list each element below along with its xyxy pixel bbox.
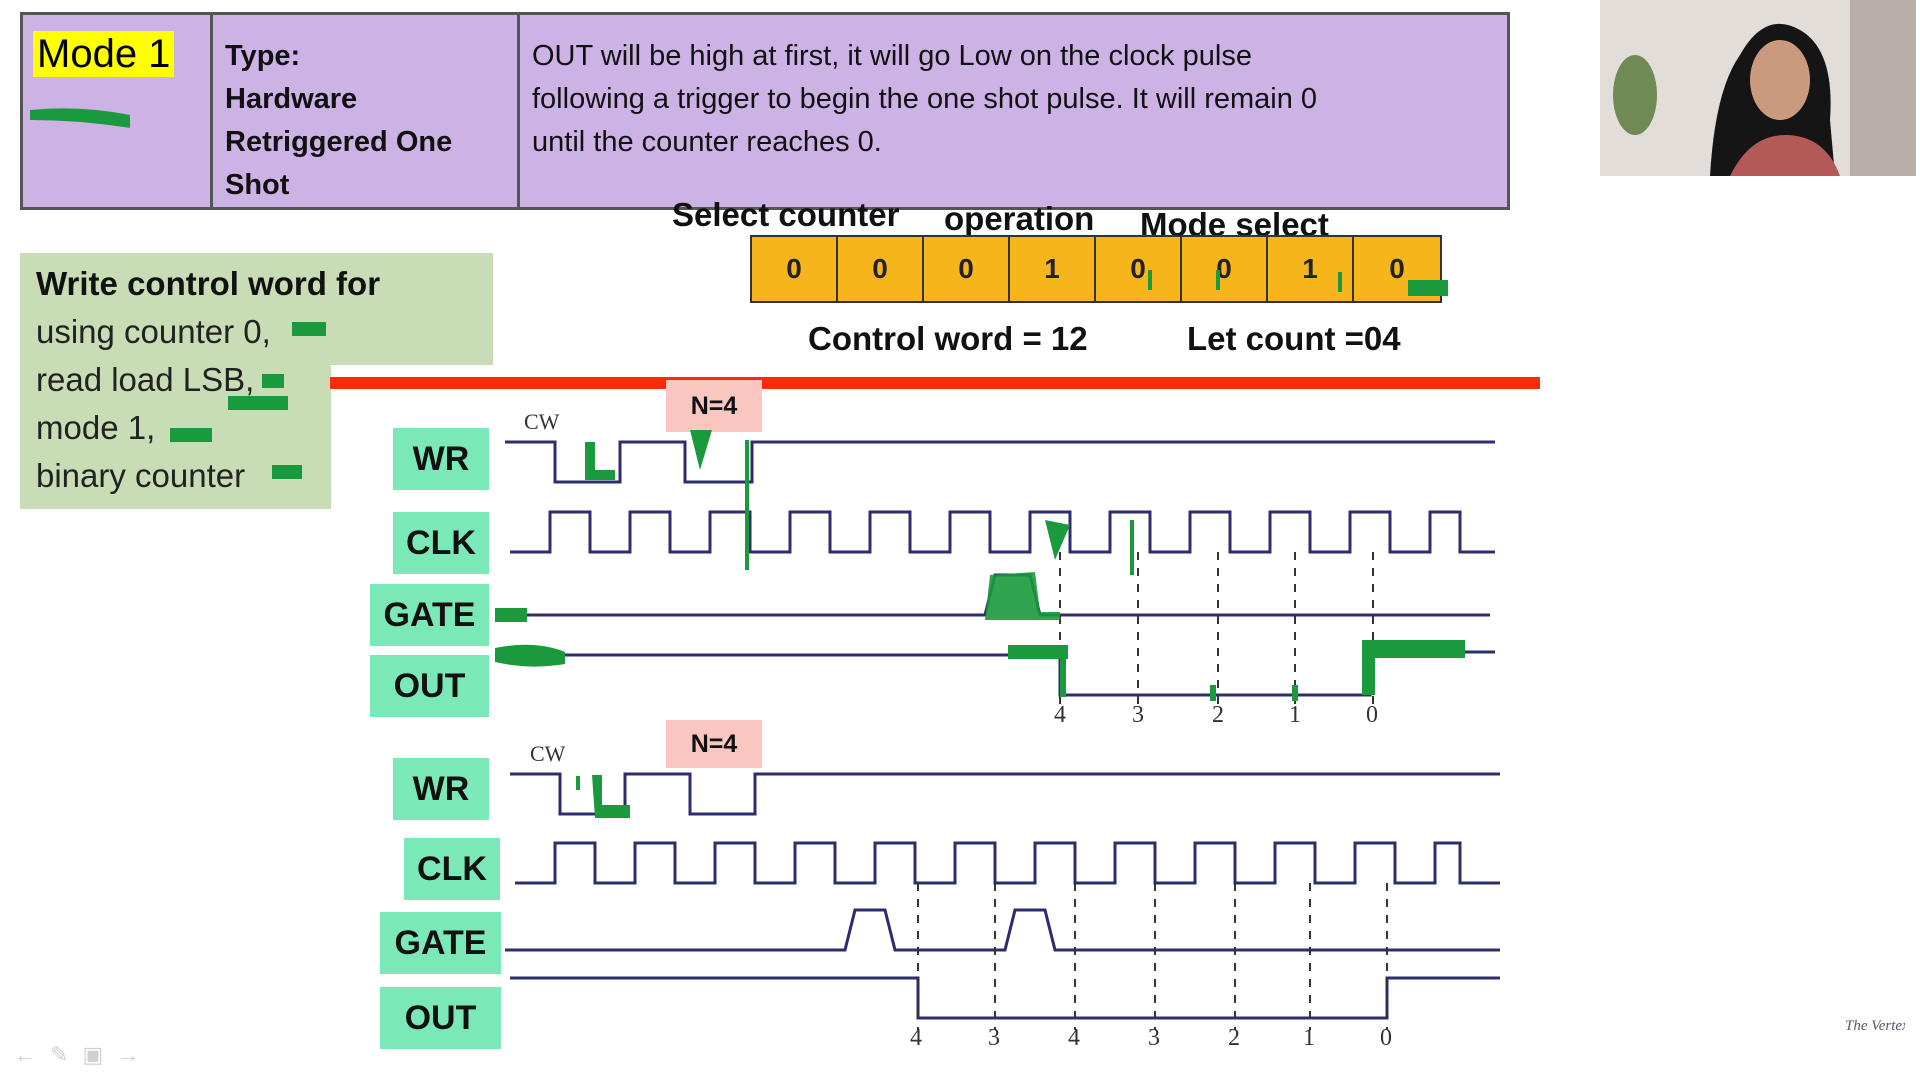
wave-clk-2 <box>515 841 1500 885</box>
bit-d3: 0 <box>1096 237 1182 301</box>
screen-icon[interactable]: ▣ <box>82 1042 118 1067</box>
instruction-line: Write control word for <box>36 265 381 302</box>
bit-d5: 0 <box>924 237 1010 301</box>
count-tick: 3 <box>988 1025 1000 1051</box>
instruction-text: Write control word for using counter 0, … <box>36 260 380 500</box>
bit-d0: 0 <box>1389 253 1405 284</box>
type-line: Shot <box>225 169 290 201</box>
signal-label-gate-2: GATE <box>380 912 501 974</box>
instruction-line: using counter 0, <box>36 313 271 350</box>
type-cell: Type: Hardware Retriggered One Shot <box>213 15 520 207</box>
bit-d1: 1 <box>1268 237 1354 301</box>
cw-label: CW <box>524 409 560 434</box>
webcam-presenter <box>1600 0 1916 176</box>
count-tick: 2 <box>1212 702 1224 728</box>
slide-nav[interactable]: ←✎▣→ <box>14 1042 153 1068</box>
type-line: Hardware <box>225 83 358 115</box>
signal-label-clk: CLK <box>393 512 489 574</box>
description-line: following a trigger to begin the one sho… <box>532 83 1318 115</box>
wave-clk <box>510 510 1495 554</box>
count-badge-2: N=4 <box>666 720 762 768</box>
count-tick: 3 <box>1132 702 1144 728</box>
count-tick: 4 <box>1068 1025 1080 1051</box>
signal-label-wr-2: WR <box>393 758 489 820</box>
type-line: Type: <box>225 40 301 72</box>
signal-label-out-2: OUT <box>380 987 501 1049</box>
wave-out <box>500 650 1495 697</box>
bit-d4: 1 <box>1010 237 1096 301</box>
instruction-line: binary counter <box>36 457 246 494</box>
wave-out-2 <box>510 976 1500 1020</box>
separator-line <box>330 377 1540 389</box>
type-line: Retriggered One <box>225 126 453 158</box>
mode-cell: Mode 1 <box>23 15 213 207</box>
signal-label-out: OUT <box>370 655 489 717</box>
wave-wr <box>505 440 1495 484</box>
signal-label-wr: WR <box>393 428 489 490</box>
svg-text:The Vertex: The Vertex <box>1845 1018 1905 1034</box>
count-tick: 1 <box>1303 1025 1315 1051</box>
count-tick: 4 <box>1054 702 1066 728</box>
count-badge: N=4 <box>666 380 762 432</box>
description-cell: OUT will be high at first, it will go Lo… <box>520 15 1507 207</box>
pen-icon[interactable]: ✎ <box>50 1042 83 1067</box>
dashed-markers <box>1059 552 1374 710</box>
description-line: OUT will be high at first, it will go Lo… <box>532 40 1252 72</box>
watermark-logo: The Vertex <box>1845 1012 1909 1043</box>
cw-label-2: CW <box>530 741 566 766</box>
instruction-line: mode 1, <box>36 409 156 446</box>
forward-icon[interactable]: → <box>117 1042 154 1067</box>
count-tick: 1 <box>1289 702 1301 728</box>
annotation-marks <box>30 108 1465 818</box>
vertex-logo-icon: The Vertex <box>1845 1018 1909 1034</box>
wave-gate-2 <box>505 908 1500 952</box>
control-word-value: Control word = 12 <box>808 320 1088 357</box>
instruction-box <box>20 253 493 365</box>
count-tick: 2 <box>1228 1025 1240 1051</box>
wave-wr-2 <box>510 772 1500 816</box>
count-value: Let count =04 <box>1187 320 1401 357</box>
operation-label: operation <box>944 200 1095 237</box>
bit-d2: 0 <box>1182 237 1268 301</box>
signal-label-gate: GATE <box>370 584 489 646</box>
instruction-line: read load LSB, <box>36 361 255 398</box>
signal-label-clk-2: CLK <box>404 838 500 900</box>
bit-d6: 0 <box>838 237 924 301</box>
dashed-markers-2 <box>917 883 1388 1030</box>
count-tick: 3 <box>1148 1025 1160 1051</box>
mode-title: Mode 1 <box>33 31 175 77</box>
mode-header: Mode 1 Type: Hardware Retriggered One Sh… <box>20 12 1510 210</box>
presenter-image <box>1600 0 1916 176</box>
description-line: until the counter reaches 0. <box>532 126 882 158</box>
select-counter-label: Select counter <box>672 196 900 233</box>
back-icon[interactable]: ← <box>14 1042 50 1067</box>
control-word-bits: 0 0 0 1 0 0 1 0 <box>750 235 1442 303</box>
count-tick: 0 <box>1380 1025 1392 1051</box>
count-tick: 0 <box>1366 702 1378 728</box>
count-tick: 4 <box>910 1025 922 1051</box>
bit-d7: 0 <box>752 237 838 301</box>
